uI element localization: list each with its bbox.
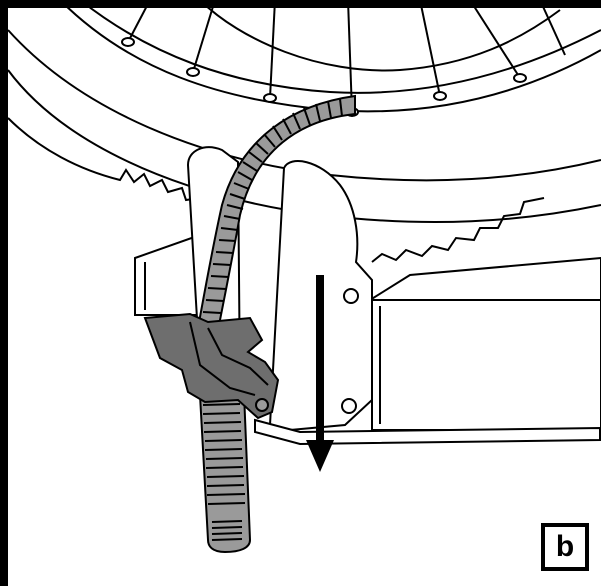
wheel-spokes bbox=[127, 0, 566, 113]
strap-buckle bbox=[143, 312, 280, 420]
spoke-nipples bbox=[121, 37, 527, 117]
strap-tail bbox=[198, 391, 252, 554]
downward-arrow bbox=[306, 275, 334, 472]
panel-label: b bbox=[541, 523, 589, 571]
